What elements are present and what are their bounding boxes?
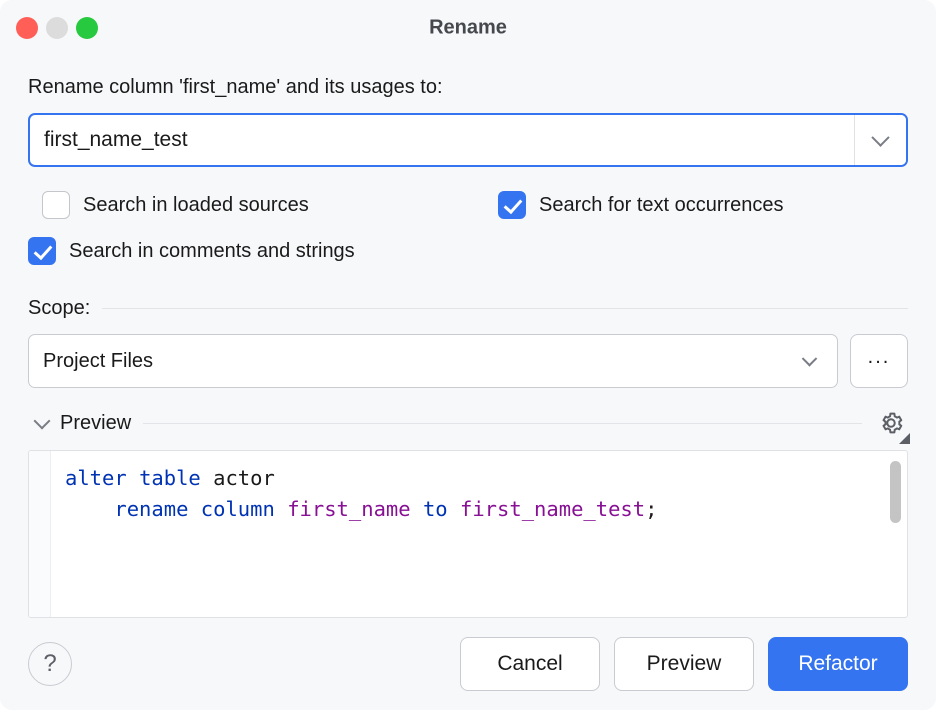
minimize-button[interactable] [46, 17, 68, 39]
close-button[interactable] [16, 17, 38, 39]
maximize-button[interactable] [76, 17, 98, 39]
search-options-row-1: Search in loaded sources Search for text… [28, 191, 908, 219]
editor-gutter [29, 451, 51, 617]
resize-grip-icon [899, 433, 910, 444]
code-line: alter table actor [65, 466, 275, 490]
preview-settings-button[interactable] [874, 406, 910, 444]
chevron-down-icon[interactable] [33, 412, 51, 430]
prompt-label: Rename column 'first_name' and its usage… [28, 76, 443, 98]
chevron-down-icon [871, 127, 890, 147]
option-search-in-loaded-sources[interactable]: Search in loaded sources [28, 191, 498, 219]
divider [143, 422, 862, 424]
vertical-scrollbar[interactable] [890, 461, 901, 523]
scope-section-header: Scope: [28, 297, 908, 320]
dialog-footer: ? Cancel Preview Refactor [0, 618, 936, 710]
option-search-for-text-occurrences[interactable]: Search for text occurrences [498, 191, 784, 219]
rename-combo-dropdown-button[interactable] [854, 115, 906, 165]
rename-combo[interactable] [28, 113, 908, 167]
checkbox-icon[interactable] [42, 191, 70, 219]
option-label: Search in comments and strings [69, 239, 355, 262]
preview-label: Preview [60, 411, 132, 434]
scope-more-button[interactable]: ... [850, 334, 908, 388]
help-button[interactable]: ? [28, 642, 72, 686]
scope-select[interactable]: Project Files [28, 334, 838, 388]
search-options: Search in loaded sources Search for text… [28, 191, 908, 283]
scope-row: Project Files ... [28, 334, 908, 388]
window-title: Rename [429, 16, 507, 39]
refactor-button[interactable]: Refactor [768, 637, 908, 691]
divider [102, 308, 908, 309]
new-name-input[interactable] [30, 115, 854, 165]
preview-code-area[interactable]: alter table actor rename column first_na… [28, 450, 908, 618]
gear-icon [882, 412, 903, 434]
code-line: rename column first_name to first_name_t… [114, 497, 658, 522]
preview-button[interactable]: Preview [614, 637, 754, 691]
title-bar: Rename [0, 0, 936, 56]
preview-section-header: Preview [28, 406, 910, 444]
window-controls [0, 17, 98, 39]
scope-label: Scope: [28, 297, 91, 319]
search-options-row-2: Search in comments and strings [28, 237, 908, 265]
checkbox-icon[interactable] [28, 237, 56, 265]
chevron-down-icon [801, 351, 818, 367]
scope-selected-value: Project Files [43, 349, 154, 372]
checkbox-icon[interactable] [498, 191, 526, 219]
sql-preview-text: alter table actor rename column first_na… [51, 451, 907, 617]
option-search-in-comments-and-strings[interactable]: Search in comments and strings [28, 237, 355, 265]
dialog-body: Rename column 'first_name' and its usage… [0, 56, 936, 618]
cancel-button[interactable]: Cancel [460, 637, 600, 691]
option-label: Search in loaded sources [83, 193, 309, 216]
option-label: Search for text occurrences [539, 193, 784, 216]
